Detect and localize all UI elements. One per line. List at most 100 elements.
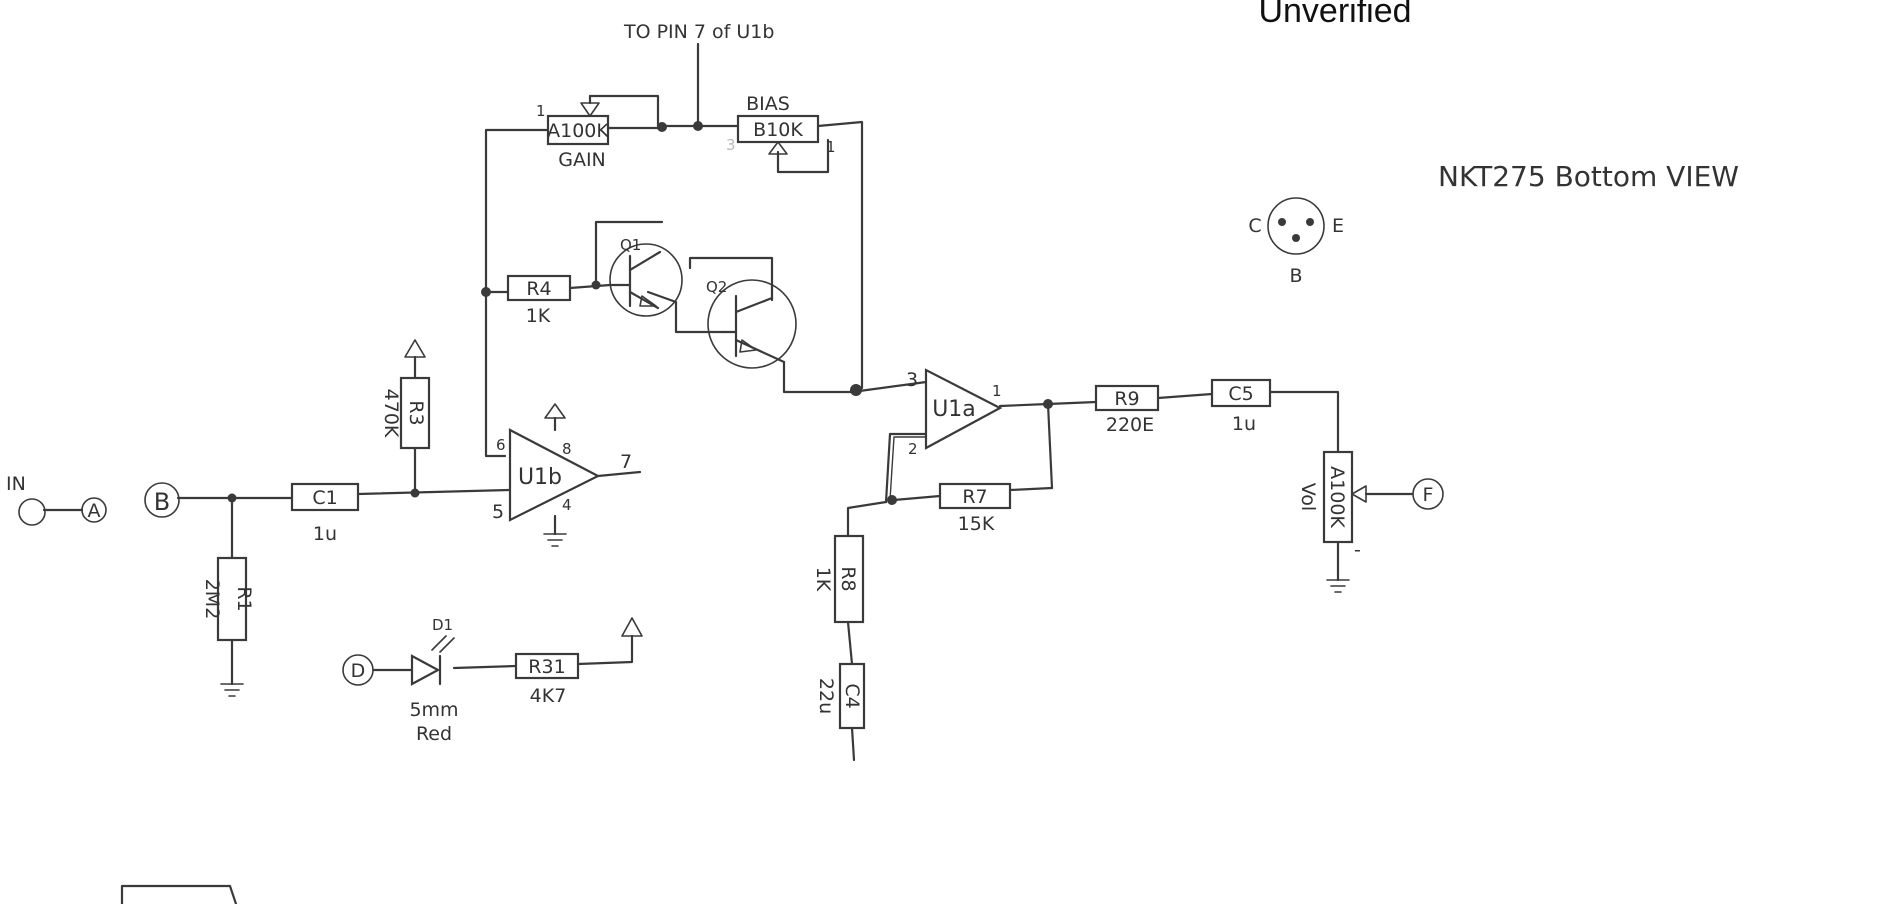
bias-pin1: 1 xyxy=(826,138,836,156)
junction-dot xyxy=(657,122,667,132)
c4-ref: C4 xyxy=(841,683,863,708)
input-label: IN xyxy=(6,473,26,495)
svg-text:6: 6 xyxy=(496,436,506,454)
r8-value: 1K xyxy=(812,567,834,592)
r7-value: 15K xyxy=(958,513,995,535)
r9-ref: R9 xyxy=(1114,388,1139,410)
junction-dot xyxy=(591,280,601,290)
transistor-outline xyxy=(1267,197,1325,255)
vcc-arrow-icon xyxy=(404,339,426,358)
pin-c-label: C xyxy=(1248,215,1261,237)
bias-pin3: 3 xyxy=(726,136,736,154)
q1-ref: Q1 xyxy=(620,236,641,254)
r4-ref: R4 xyxy=(526,278,551,300)
capacitor-c4: C4 22u xyxy=(815,662,866,730)
ground-icon xyxy=(1326,579,1350,593)
wiring xyxy=(42,42,1414,904)
input-jack-circle xyxy=(18,498,46,526)
pinout-diagram: NKT275 Bottom VIEW C E B xyxy=(1248,160,1739,287)
bias-name: BIAS xyxy=(746,93,790,115)
svg-text:B: B xyxy=(154,488,170,516)
gain-pin1: 1 xyxy=(536,102,546,120)
resistor-r9: R9 220E xyxy=(1094,384,1160,436)
resistor-r8: R8 1K xyxy=(812,534,865,624)
capacitor-c5: C5 1u xyxy=(1210,378,1272,435)
q2-emitter-arrow xyxy=(739,339,757,353)
pin-b-label: B xyxy=(1289,265,1302,287)
opamp-u1b: U1b 6 5 7 8 4 xyxy=(492,428,632,523)
pin7-note: TO PIN 7 of U1b xyxy=(623,21,774,43)
resistor-r31: R31 4K7 xyxy=(514,652,580,707)
ground-icon xyxy=(543,533,567,547)
junction-dot xyxy=(481,287,491,297)
svg-text:5: 5 xyxy=(492,501,504,523)
bias-value: B10K xyxy=(753,119,803,141)
resistor-r1: R1 2M2 xyxy=(201,556,255,642)
c1-value: 1u xyxy=(313,523,337,545)
junction-dot xyxy=(227,493,237,503)
q2-ref: Q2 xyxy=(706,278,727,296)
c5-ref: C5 xyxy=(1228,383,1253,405)
ground-symbols xyxy=(220,533,1350,697)
svg-text:3: 3 xyxy=(906,369,918,391)
terminal-d: D xyxy=(342,654,374,686)
junctions xyxy=(227,121,1053,505)
r9-value: 220E xyxy=(1106,414,1154,436)
terminal-f: F xyxy=(1412,478,1444,510)
r3-value: 470K xyxy=(380,389,402,438)
svg-text:A: A xyxy=(88,500,101,522)
c5-value: 1u xyxy=(1232,413,1256,435)
junction-dot xyxy=(1043,399,1053,409)
resistor-r7: R7 15K xyxy=(938,482,1012,535)
transistor-q1: Q1 xyxy=(608,236,683,317)
r4-value: 1K xyxy=(526,305,551,327)
resistor-r3: R3 470K xyxy=(380,376,431,450)
vcc-arrow-icon xyxy=(544,403,566,419)
junction-dot xyxy=(410,488,420,498)
junction-dot xyxy=(693,121,703,131)
u1a-ref: U1a xyxy=(932,397,976,422)
svg-text:D: D xyxy=(351,660,366,682)
r31-ref: R31 xyxy=(528,656,565,678)
vol-value: A100K xyxy=(1326,466,1348,528)
terminals: IN A B D F xyxy=(6,473,1444,686)
r3-ref: R3 xyxy=(405,400,427,425)
r8-ref: R8 xyxy=(837,566,859,591)
r31-value: 4K7 xyxy=(530,685,567,707)
vol-minus: - xyxy=(1354,539,1361,561)
svg-text:8: 8 xyxy=(562,440,572,458)
opamp-u1a: U1a 3 2 1 xyxy=(906,368,1003,458)
vcc-arrow-icon xyxy=(621,617,643,637)
r7-ref: R7 xyxy=(962,486,987,508)
svg-text:1: 1 xyxy=(992,382,1002,400)
c1-ref: C1 xyxy=(312,487,337,509)
pot-gain: A100K GAIN 1 xyxy=(536,102,609,171)
gain-value: A100K xyxy=(547,120,609,142)
pot-vol: A100K Vol - xyxy=(1297,450,1367,561)
junction-dot xyxy=(850,384,862,396)
supply-symbols xyxy=(404,339,643,637)
pot-bias: B10K BIAS 1 3 xyxy=(726,93,836,156)
svg-text:2: 2 xyxy=(908,440,918,458)
q1-emitter-arrow xyxy=(639,295,657,307)
terminal-b: B xyxy=(144,482,180,518)
resistor-r4: R4 1K xyxy=(506,274,572,327)
r1-value: 2M2 xyxy=(201,579,223,620)
led-d1: D1 5mm Red xyxy=(409,616,458,745)
ground-icon xyxy=(220,683,244,697)
u1b-ref: U1b xyxy=(518,465,562,490)
capacitor-c1: C1 1u xyxy=(290,482,360,545)
bias-wiper-arrow xyxy=(768,141,788,155)
terminal-a: A xyxy=(81,497,107,523)
svg-text:4: 4 xyxy=(562,496,572,514)
watermark-unverified: Unverified xyxy=(1258,0,1411,30)
vol-name: Vol xyxy=(1297,483,1319,511)
pinout-title: NKT275 Bottom VIEW xyxy=(1438,160,1739,193)
c4-value: 22u xyxy=(815,678,837,714)
transistor-q2: Q2 xyxy=(706,278,797,369)
led-ref: D1 xyxy=(432,616,453,634)
junction-dot xyxy=(887,495,897,505)
svg-text:7: 7 xyxy=(620,451,632,473)
led-color: Red xyxy=(416,723,452,745)
svg-text:F: F xyxy=(1423,484,1434,506)
